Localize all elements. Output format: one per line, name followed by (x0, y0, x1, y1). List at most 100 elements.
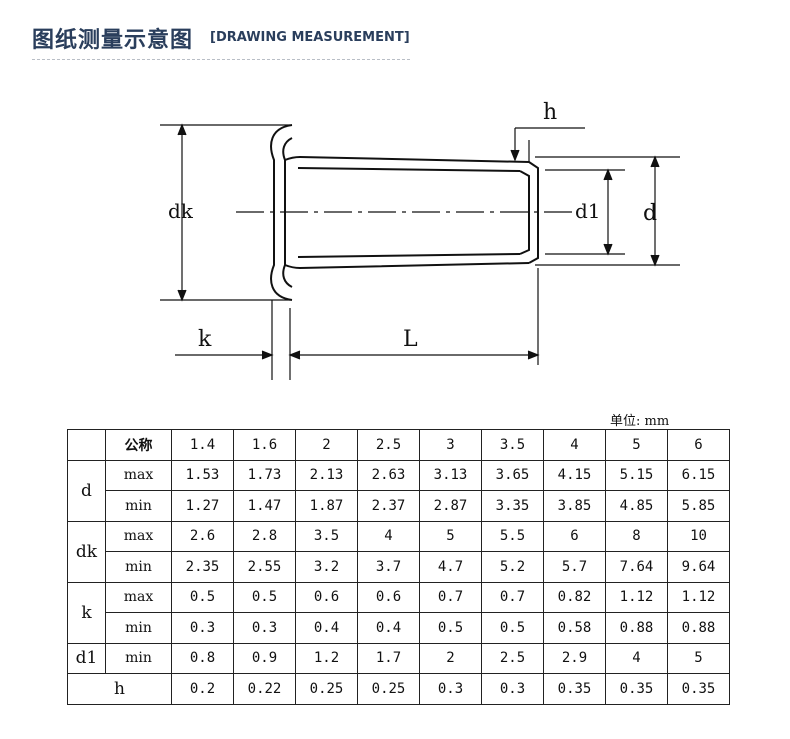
nominal-label: 公称 (105, 429, 172, 461)
nominal-size-cell: 2.5 (357, 429, 420, 461)
limit-label: min (105, 642, 172, 674)
value-cell: 3.2 (295, 551, 358, 583)
limit-label: max (105, 581, 172, 613)
value-cell: 2.6 (171, 520, 234, 552)
value-cell: 0.35 (605, 673, 668, 705)
value-cell: 5.85 (667, 490, 730, 522)
value-cell: 7.64 (605, 551, 668, 583)
value-cell: 0.7 (419, 581, 482, 613)
value-cell: 9.64 (667, 551, 730, 583)
d1-label: d1 (575, 199, 601, 223)
value-cell: 0.6 (357, 581, 420, 613)
page-title: 图纸测量示意图 (32, 28, 194, 53)
header-divider (32, 59, 410, 60)
value-cell: 4 (357, 520, 420, 552)
nominal-size-cell: 2 (295, 429, 358, 461)
value-cell: 0.7 (481, 581, 544, 613)
value-cell: 3.85 (543, 490, 606, 522)
value-cell: 0.88 (605, 612, 668, 644)
param-label: h (67, 673, 172, 705)
rivet-drawing: dk d1 d h k L (160, 100, 680, 380)
value-cell: 1.7 (357, 642, 420, 674)
dk-dimension (160, 123, 290, 302)
value-cell: 4.7 (419, 551, 482, 583)
limit-label: max (105, 459, 172, 491)
limit-label: min (105, 551, 172, 583)
value-cell: 3.35 (481, 490, 544, 522)
value-cell: 2.9 (543, 642, 606, 674)
value-cell: 2.87 (419, 490, 482, 522)
value-cell: 0.35 (667, 673, 730, 705)
param-label: d1 (67, 642, 106, 674)
value-cell: 1.2 (295, 642, 358, 674)
value-cell: 2.55 (233, 551, 296, 583)
value-cell: 4.15 (543, 459, 606, 491)
value-cell: 5 (667, 642, 730, 674)
value-cell: 0.5 (233, 581, 296, 613)
nominal-size-cell: 3 (419, 429, 482, 461)
nominal-size-cell: 3.5 (481, 429, 544, 461)
value-cell: 0.5 (419, 612, 482, 644)
value-cell: 5 (419, 520, 482, 552)
value-cell: 1.47 (233, 490, 296, 522)
value-cell: 0.4 (295, 612, 358, 644)
value-cell: 1.73 (233, 459, 296, 491)
value-cell: 0.88 (667, 612, 730, 644)
nominal-size-cell: 6 (667, 429, 730, 461)
value-cell: 4 (605, 642, 668, 674)
value-cell: 6.15 (667, 459, 730, 491)
value-cell: 0.3 (419, 673, 482, 705)
limit-label: min (105, 490, 172, 522)
value-cell: 0.2 (171, 673, 234, 705)
value-cell: 0.82 (543, 581, 606, 613)
value-cell: 2 (419, 642, 482, 674)
value-cell: 0.25 (357, 673, 420, 705)
value-cell: 0.3 (233, 612, 296, 644)
corner-cell (67, 429, 106, 461)
value-cell: 3.5 (295, 520, 358, 552)
nominal-size-cell: 1.4 (171, 429, 234, 461)
value-cell: 1.12 (667, 581, 730, 613)
limit-label: max (105, 520, 172, 552)
value-cell: 2.35 (171, 551, 234, 583)
param-label: k (67, 581, 106, 644)
value-cell: 3.65 (481, 459, 544, 491)
value-cell: 10 (667, 520, 730, 552)
value-cell: 6 (543, 520, 606, 552)
value-cell: 1.87 (295, 490, 358, 522)
value-cell: 0.5 (481, 612, 544, 644)
value-cell: 2.63 (357, 459, 420, 491)
limit-label: min (105, 612, 172, 644)
value-cell: 2.13 (295, 459, 358, 491)
value-cell: 3.13 (419, 459, 482, 491)
value-cell: 5.7 (543, 551, 606, 583)
value-cell: 1.53 (171, 459, 234, 491)
value-cell: 1.12 (605, 581, 668, 613)
nominal-size-cell: 1.6 (233, 429, 296, 461)
value-cell: 2.37 (357, 490, 420, 522)
value-cell: 0.58 (543, 612, 606, 644)
value-cell: 0.5 (171, 581, 234, 613)
value-cell: 5.2 (481, 551, 544, 583)
d-label: d (643, 201, 657, 226)
value-cell: 0.25 (295, 673, 358, 705)
value-cell: 0.3 (481, 673, 544, 705)
value-cell: 5.15 (605, 459, 668, 491)
value-cell: 0.6 (295, 581, 358, 613)
value-cell: 1.27 (171, 490, 234, 522)
d-dimensions (535, 155, 680, 267)
value-cell: 8 (605, 520, 668, 552)
k-L-dimensions (175, 268, 540, 380)
value-cell: 4.85 (605, 490, 668, 522)
value-cell: 0.8 (171, 642, 234, 674)
param-label: d (67, 459, 106, 522)
h-label: h (543, 100, 557, 125)
